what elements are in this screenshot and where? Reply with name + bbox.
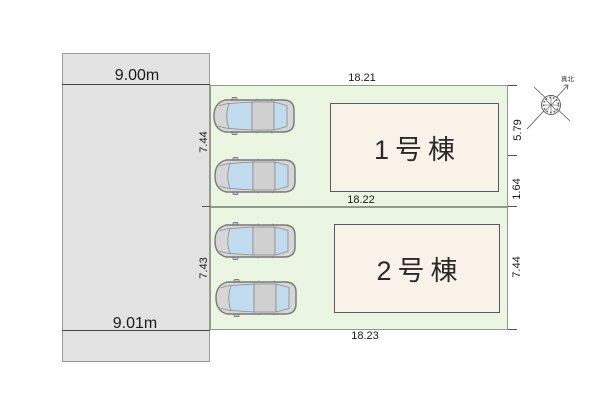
building-1: 1号棟 [330, 103, 499, 192]
building-1-label: 1号棟 [373, 135, 462, 165]
dim-lot1-left-depth: 7.44 [198, 131, 210, 153]
dim-lot1-right-upper: 5.79 [512, 119, 524, 141]
dim-lot1-right-lower: 1.64 [511, 178, 523, 200]
dim-lot2-left-depth: 7.43 [198, 257, 210, 279]
dimension-tick [508, 155, 517, 156]
road-parcel [62, 53, 210, 362]
dimension-tick [508, 206, 517, 207]
car-icon [212, 97, 296, 135]
car-icon [214, 279, 298, 317]
road-bottom-dimension-line [62, 330, 210, 331]
dim-lot1-top-width: 18.21 [348, 72, 376, 84]
building-2: 2号棟 [334, 224, 500, 313]
dim-lot2-bottom-width: 18.23 [351, 330, 379, 342]
car-icon [213, 222, 297, 260]
road-width-bottom-label: 9.01m [112, 315, 158, 332]
dim-lot2-right-depth: 7.44 [511, 256, 523, 278]
road-width-top-label: 9.00m [114, 67, 160, 84]
compass-icon: 真北 [526, 74, 575, 130]
dimension-tick [508, 85, 517, 86]
dimension-tick [202, 206, 210, 207]
dimension-tick [508, 329, 517, 330]
car-icon [213, 157, 297, 195]
compass-north-label: 真北 [561, 74, 575, 83]
road-top-dimension-line [62, 84, 210, 85]
dim-lot1-bottom-width: 18.22 [347, 194, 375, 206]
building-2-label: 2号棟 [376, 256, 464, 286]
